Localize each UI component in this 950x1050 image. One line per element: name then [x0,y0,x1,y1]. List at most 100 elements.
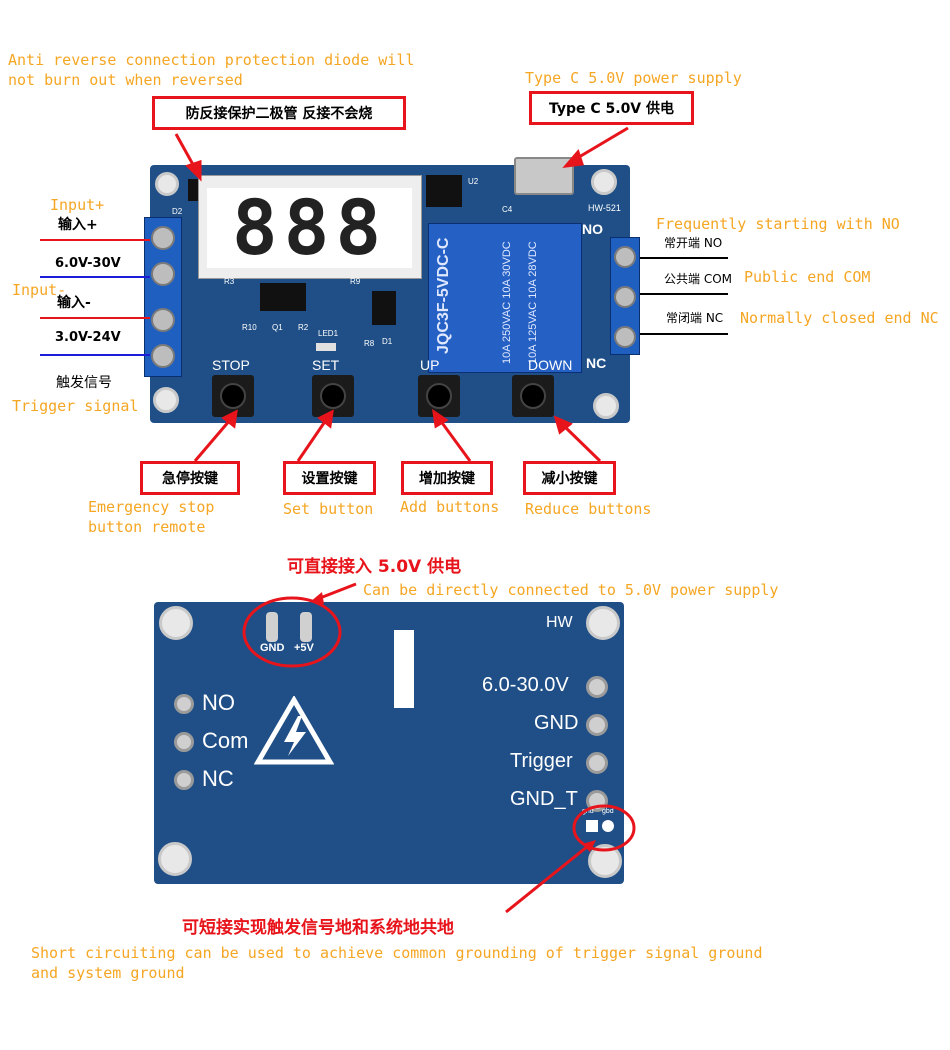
silk-led1: LED1 [318,329,339,338]
silk-voltage: 6.0-30.0V [482,674,569,696]
reduce-label-box: 减小按键 [523,461,616,495]
power-terminal-block [144,217,182,377]
mount-hole [591,169,617,195]
arrow-head [582,840,596,852]
input-minus-cn: 输入- [57,295,91,311]
silk-r2: R2 [298,323,309,332]
terminal-screw-nc[interactable] [614,326,636,348]
optocoupler [260,283,306,311]
jumper-highlight [572,804,636,852]
trigger-en: Trigger signal [12,397,139,415]
arrow-up [438,419,472,462]
silk-gbd-small: gbd [602,808,614,815]
silk-hw: HW [546,614,573,631]
pad-com[interactable] [174,732,194,752]
down-button[interactable] [512,375,554,417]
gnd-pad[interactable] [266,612,278,642]
silk-up: UP [420,357,440,373]
trigger-cn: 触发信号 [56,375,112,391]
silk-r10: R10 [242,323,257,332]
top-annotation-lines [40,126,728,463]
terminal-screw-trig-plus[interactable] [151,308,175,332]
stop-button[interactable] [212,375,254,417]
terminal-screw-vin-plus[interactable] [151,226,175,250]
arrow-head [317,409,334,429]
input-plus-en: Input+ [50,196,105,214]
silk-nc: NC [586,355,607,371]
arrow-stop [193,419,232,462]
led-indicator [316,343,336,351]
silk-plus5v: +5V [294,642,314,654]
down-button-cap[interactable] [520,383,546,409]
mount-hole [153,387,179,413]
stop-label-en: Emergency stop button remote [88,498,215,536]
nc-cn: 常闭端 NC [666,311,724,325]
ground-en: Short circuiting can be used to achieve … [31,944,763,982]
display-digits: 888 [207,188,412,268]
nc-en: Normally closed end NC [740,309,939,327]
add-label-box: 增加按键 [401,461,493,495]
silk-d2: D2 [172,207,183,216]
mount-hole [593,393,619,419]
terminal-screw-no[interactable] [614,246,636,268]
add-label-en: Add buttons [400,498,500,516]
diode-annotation-en: Anti reverse connection protection diode… [8,51,415,89]
mount-hole [155,172,179,196]
plus5v-pad[interactable] [300,612,312,642]
arrow-head [562,149,585,168]
reduce-label-en: Reduce buttons [525,500,652,518]
silk-r9: R9 [350,277,361,286]
bottom-annotation-lines [242,582,636,914]
mount-hole [158,842,192,876]
pad-gnd[interactable] [586,714,608,736]
up-button[interactable] [418,375,460,417]
input-plus-cn: 输入+ [58,217,98,233]
silk-set: SET [312,357,340,373]
seven-seg-display: 888 [198,175,422,279]
high-voltage-warning-icon [254,696,334,765]
silk-gnd-right: GND [534,712,579,734]
no-en: Frequently starting with NO [656,215,900,233]
typec-label-box: Type C 5.0V 供电 [529,91,694,125]
silk-no: NO [582,221,603,237]
pad-trigger[interactable] [586,752,608,774]
pad-nc[interactable] [174,770,194,790]
stop-label-box: 急停按键 [140,461,240,495]
set-button-cap[interactable] [320,383,346,409]
set-button[interactable] [312,375,354,417]
power-pads-highlight [242,596,342,668]
add-label-cn: 增加按键 [419,471,475,487]
silk-no-bottom: NO [202,690,235,715]
stop-button-cap[interactable] [220,383,246,409]
diode-d1 [372,291,396,325]
terminal-screw-vin-minus[interactable] [151,262,175,286]
diode-d2 [188,179,198,201]
jumper-pad-gnd[interactable] [586,820,598,832]
diode-label-box: 防反接保护二极管 反接不会烧 [152,96,406,130]
com-en: Public end COM [744,268,871,286]
arrow-head [221,409,238,429]
silk-gnd-small: gnd [582,808,594,815]
terminal-screw-trig-minus[interactable] [151,344,175,368]
silk-trigger: Trigger [510,750,573,772]
arrow-head [185,159,202,182]
silk-q1: Q1 [272,323,283,332]
silk-u2: U2 [468,177,479,186]
com-cn: 公共端 COM [664,272,732,286]
relay: JQC3F-5VDC-C 10A 250VAC 10A 30VDC 10A 12… [428,223,582,373]
mount-hole [586,606,620,640]
silk-c4: C4 [502,205,513,214]
input-minus-en: Input- [12,281,67,299]
mount-hole [159,606,193,640]
typec-label-cn: Type C 5.0V 供电 [548,101,675,117]
up-button-cap[interactable] [426,383,452,409]
jumper-pad-gbd[interactable] [602,820,614,832]
arrow-down [560,422,602,463]
terminal-screw-com[interactable] [614,286,636,308]
pad-no[interactable] [174,694,194,714]
silk-com-bottom: Com [202,728,249,753]
pad-vin[interactable] [586,676,608,698]
arrow-power [319,582,357,600]
relay-terminal-block [610,237,640,355]
arrow-head [432,408,449,429]
